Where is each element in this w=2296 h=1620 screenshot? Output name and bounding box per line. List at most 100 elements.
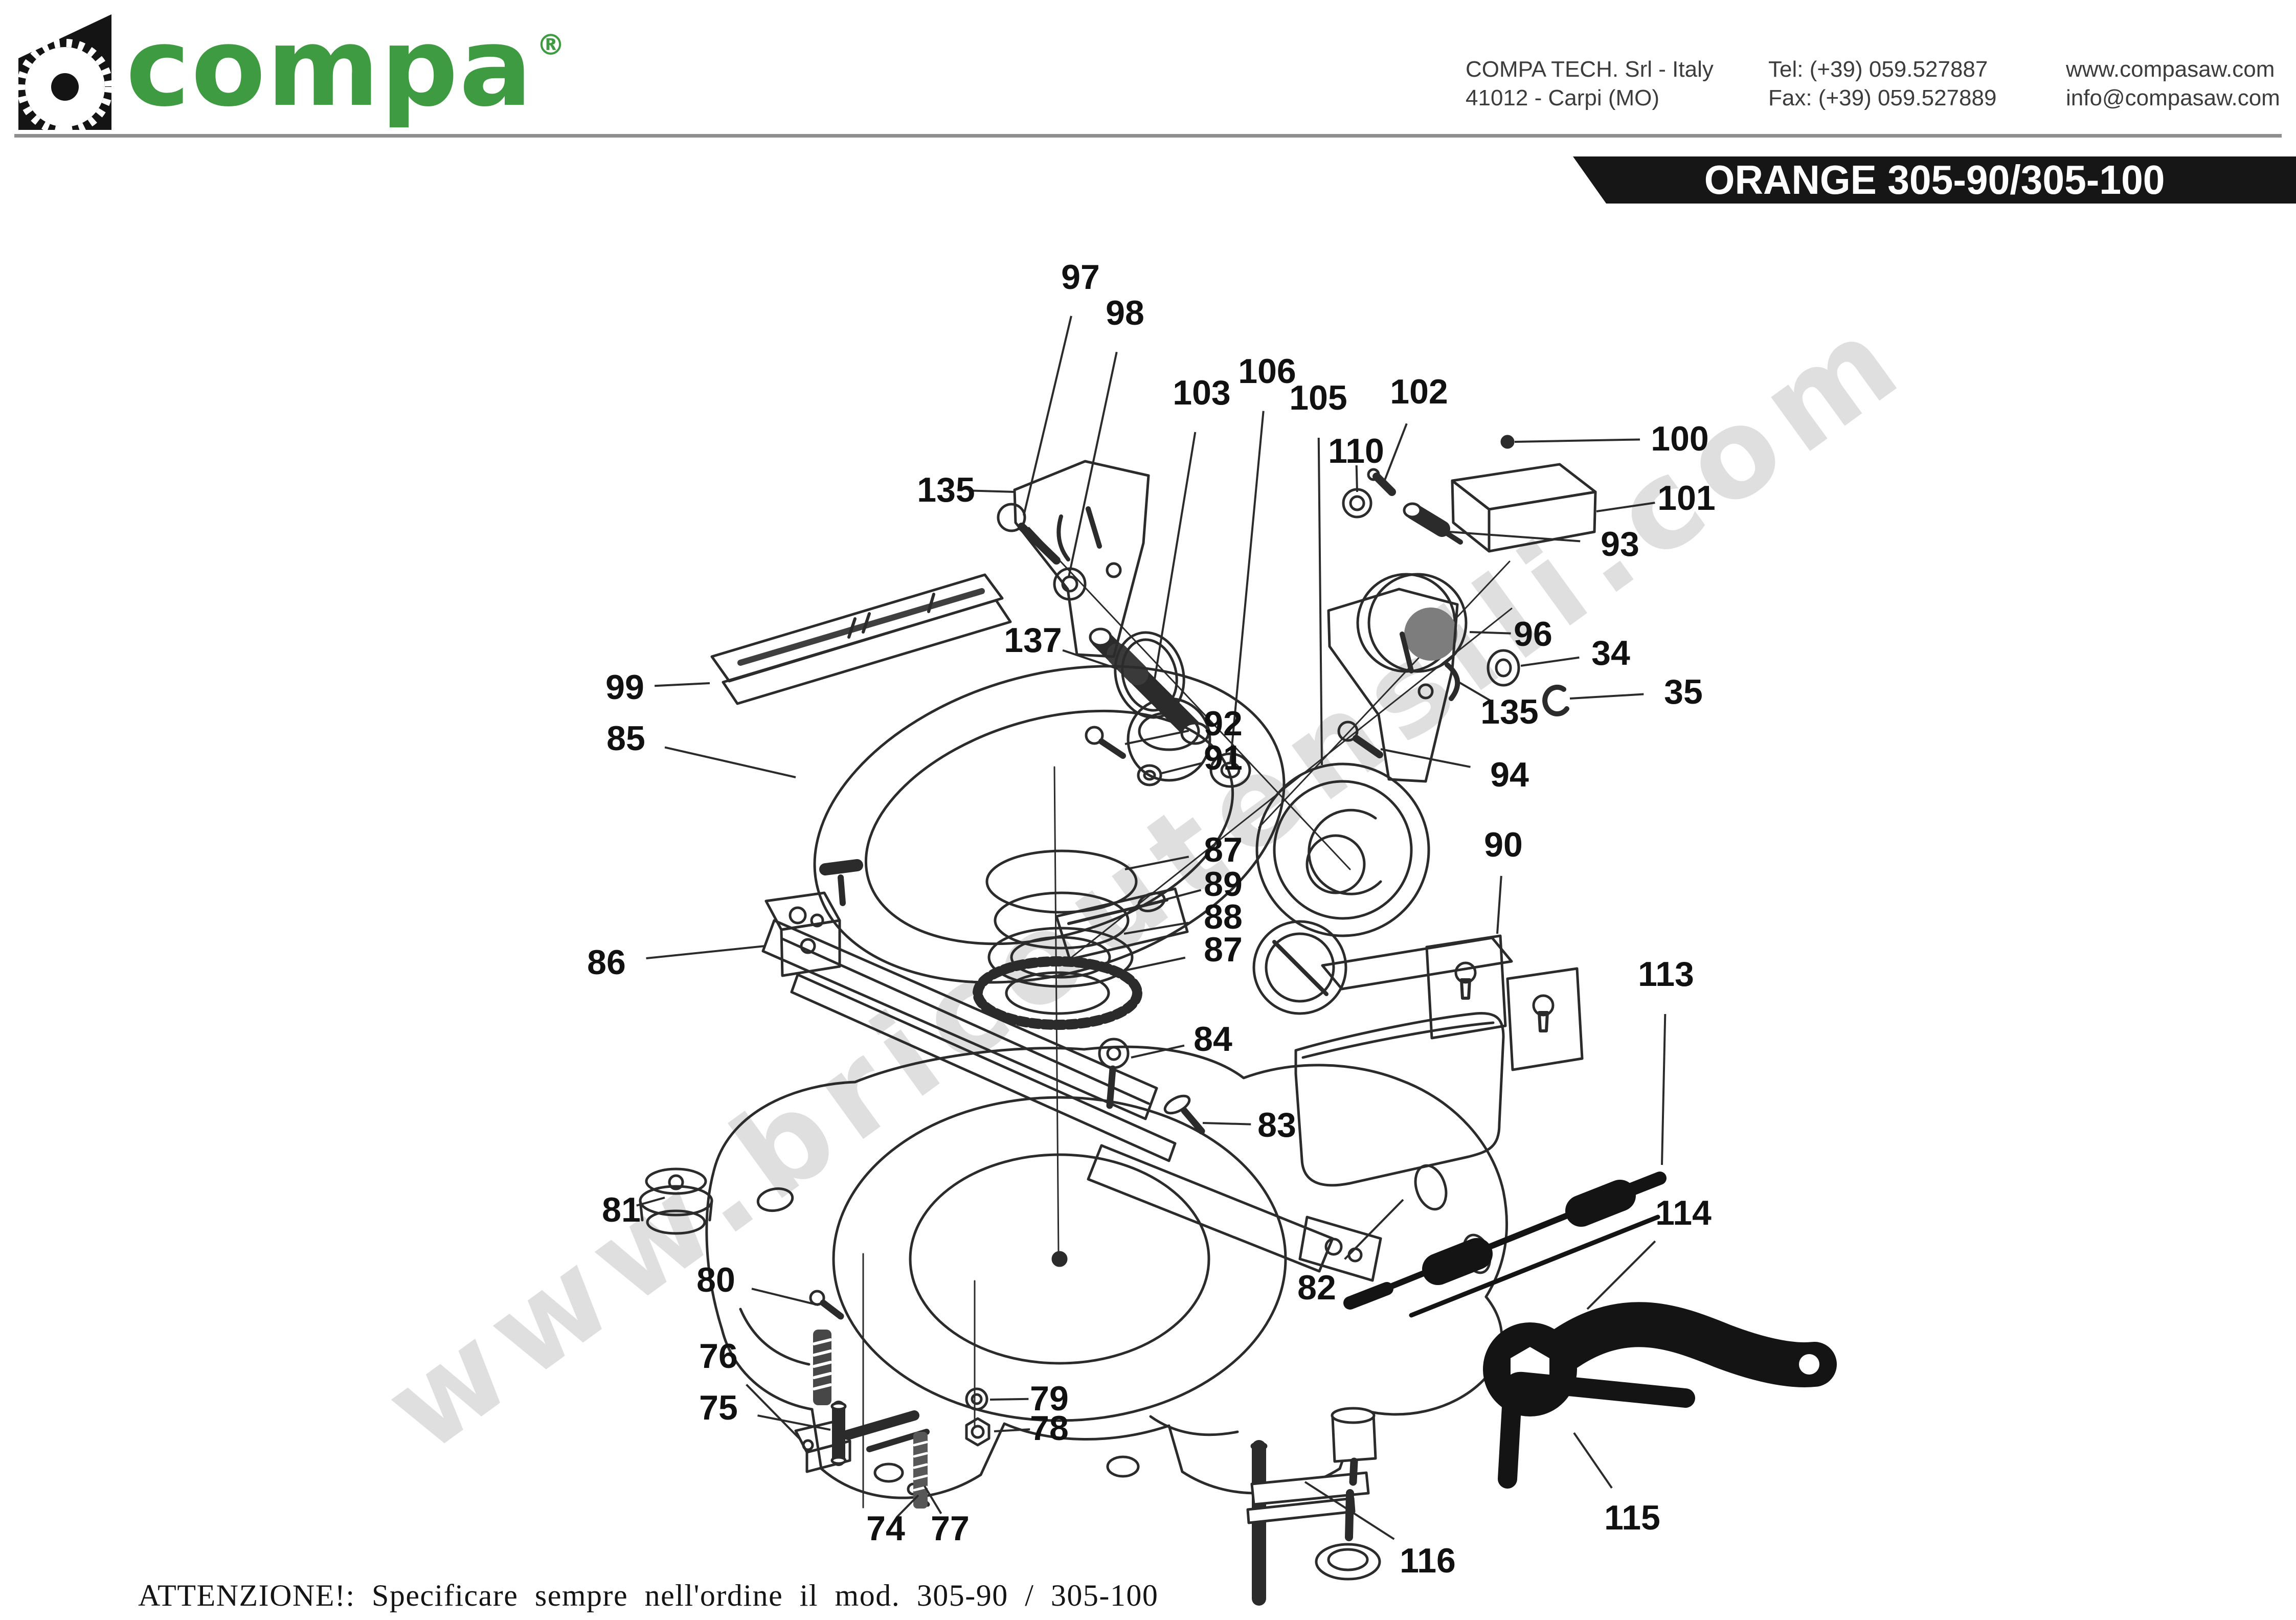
leader-lines [636,316,1667,1540]
leader-line-114 [1586,1240,1656,1310]
leader-line-100 [1514,438,1640,443]
leader-line-80 [751,1288,819,1306]
leader-line-77 [924,1485,942,1514]
leader-line-90 [1496,875,1502,934]
leader-line-83 [1202,1122,1251,1126]
leader-line-87 [1114,956,1186,974]
spring-right [913,1432,928,1509]
part-105-motor-drum [1255,762,1430,937]
part-label-90: 90 [1484,825,1523,864]
part-label-74: 74 [866,1509,905,1548]
part-label-79: 79 [1030,1379,1069,1418]
part-label-101: 101 [1657,479,1715,518]
company-phones: Tel: (+39) 059.527887 Fax: (+39) 059.527… [1768,55,1996,112]
leader-line-113 [1661,1014,1667,1165]
leader-line-87 [1124,856,1189,870]
leader-line-115 [1573,1432,1613,1489]
part-label-114: 114 [1655,1194,1712,1232]
part-label-115: 115 [1604,1498,1660,1537]
part-78-hex-nut [965,1417,991,1447]
leader-line-99 [655,682,710,687]
part-102-pin [1367,468,1396,496]
leader-line-84 [1131,1044,1185,1059]
part-label-83: 83 [1257,1106,1296,1144]
part-label-78: 78 [1030,1409,1069,1448]
part-86-clamp-bar [761,891,1177,1162]
part-100-screw [1500,435,1515,449]
part-35-circlip [1542,685,1569,716]
leader-line-97 [1023,316,1072,516]
part-84-screw [1098,1038,1130,1109]
part-label-110: 110 [1328,432,1384,470]
phone-fax: Fax: (+39) 059.527889 [1768,85,1997,110]
thumbscrew [819,859,863,906]
model-banner: ORANGE 305-90/305-100 [1573,156,2296,204]
company-name: COMPA TECH. Srl - Italy [1466,57,1714,82]
leader-line-75 [757,1414,831,1431]
part-label-113: 113 [1638,955,1694,994]
part-label-84: 84 [1194,1020,1232,1059]
part-93-coupler [1403,502,1463,545]
leader-line-79 [989,1398,1029,1401]
leader-line-102 [1383,423,1408,483]
leader-line-82 [1344,1199,1404,1260]
part-94-screw [1337,721,1383,758]
part-label-96: 96 [1514,615,1552,654]
part-label-87: 87 [1204,930,1243,969]
leader-line-35 [1569,693,1644,700]
part-91-washer [1137,764,1162,786]
part-85-blade-guard [813,665,1286,984]
company-city: 41012 - Carpi (MO) [1466,85,1660,110]
part-92-screw [1085,726,1126,759]
part-135-bracket-right [1327,588,1459,783]
leader-line-86 [646,945,766,959]
leader-line-74 [896,1494,919,1518]
watermark-text: www.bricoutensili.com [361,284,1932,1480]
part-label-35: 35 [1664,672,1703,711]
part-label-77: 77 [931,1509,970,1548]
leader-line-105 [1317,437,1323,766]
part-label-76: 76 [699,1337,738,1376]
part-label-97: 97 [1061,258,1100,297]
leader-line-76 [746,1384,802,1441]
part-label-82: 82 [1297,1268,1336,1307]
phone-tel: Tel: (+39) 059.527887 [1768,57,1988,82]
part-label-81: 81 [602,1190,641,1229]
part-label-116: 116 [1400,1541,1456,1580]
part-label-106: 106 [1238,352,1296,391]
leader-line-135 [1454,679,1491,702]
part-label-34: 34 [1591,634,1630,672]
part-label-87: 87 [1204,830,1243,869]
company-address: COMPA TECH. Srl - Italy 41012 - Carpi (M… [1466,55,1714,112]
part-label-135: 135 [1480,692,1538,731]
part-115-hex-key [1498,1371,1695,1489]
part-97-screw [997,503,1061,565]
part-116-work-clamp [1246,1407,1381,1606]
leader-line-101 [1596,502,1655,512]
part-label-92: 92 [1204,704,1243,743]
part-99-fence [710,573,1012,705]
brand-logo: compa ® [15,11,565,133]
part-label-86: 86 [587,943,626,982]
brand-name: compa [126,4,534,130]
header-divider [14,134,2282,138]
part-137-o-ring [1114,631,1185,719]
part-label-98: 98 [1106,294,1144,332]
part-label-80: 80 [696,1261,735,1299]
part-75-pin [830,1401,847,1466]
part-label-135: 135 [917,470,975,509]
email-address: info@compasaw.com [2066,85,2280,110]
part-label-93: 93 [1601,525,1639,564]
part-label-88: 88 [1204,897,1243,936]
part-83-wing-bolt [1163,1094,1205,1135]
company-web: www.compasaw.com info@compasaw.com [2066,55,2280,112]
part-90-dust-tray [1294,934,1584,1187]
part-label-75: 75 [699,1388,738,1427]
part-label-85: 85 [606,719,645,758]
part-label-137: 137 [1004,621,1062,660]
leader-line-81 [636,1197,665,1207]
part-label-100: 100 [1651,419,1708,458]
leader-line-92 [1124,730,1189,745]
